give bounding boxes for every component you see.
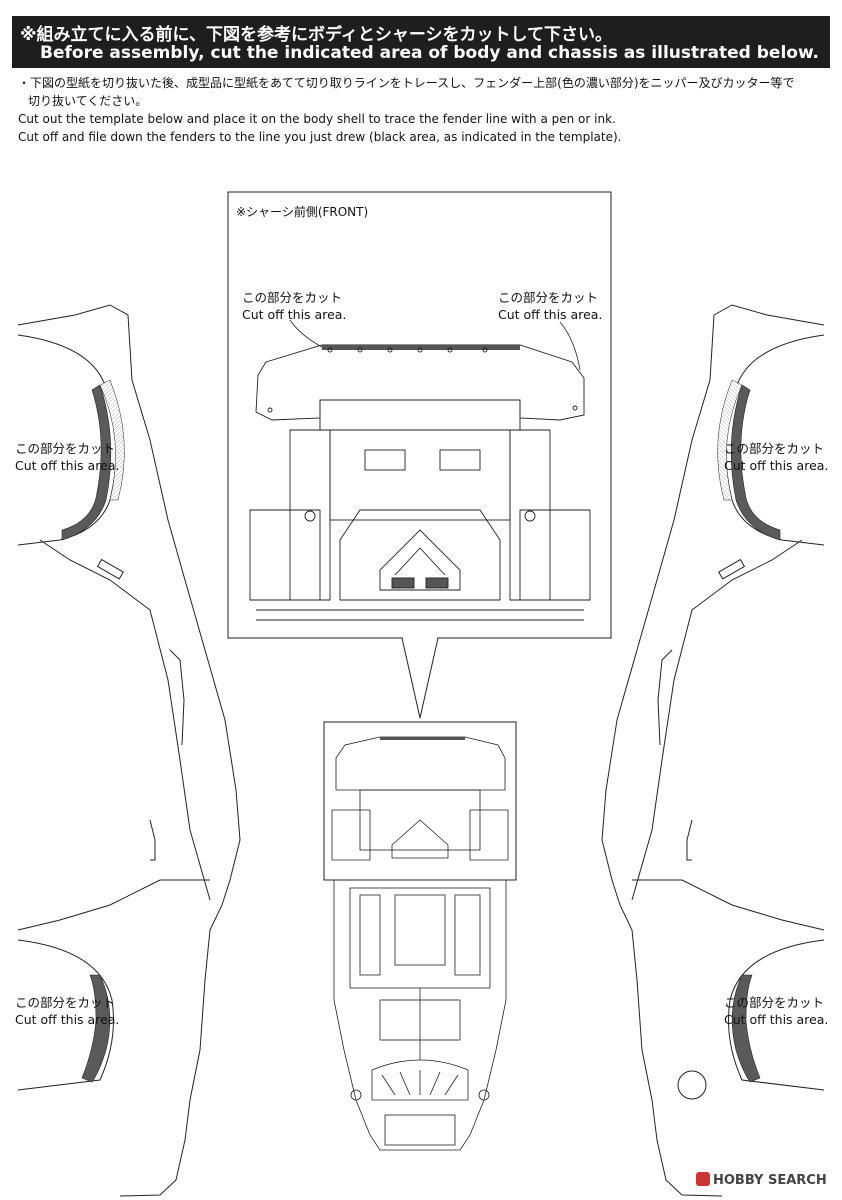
left-rear-cut-label: この部分をカット Cut off this area. xyxy=(15,994,119,1028)
chassis-overview-drawing xyxy=(331,736,509,1151)
instruction-en-line-2: Cut off and file down the fenders to the… xyxy=(18,130,622,144)
right-rear-cut-area xyxy=(731,974,761,1083)
chassis-leader-lines xyxy=(289,319,581,371)
chassis-overview-frame xyxy=(323,721,517,881)
right-rear-cut-label-en: Cut off this area. xyxy=(724,1012,829,1027)
chassis-right-cut-label-jp: この部分をカット xyxy=(498,290,599,305)
chassis-detail-title: ※シャーシ前側(FRONT) xyxy=(236,205,369,219)
right-rear-cut-label: この部分をカット Cut off this area. xyxy=(724,994,828,1028)
chassis-front-drawing xyxy=(249,344,591,621)
chassis-right-cut-label: この部分をカット Cut off this area. xyxy=(498,289,602,323)
right-front-cut-label: この部分をカット Cut off this area. xyxy=(724,440,828,474)
instructions: ・下図の型紙を切り抜いた後、成型品に型紙をあてて切り取りラインをトレースし、フェ… xyxy=(18,74,828,146)
left-rear-cut-label-en: Cut off this area. xyxy=(15,1012,120,1027)
right-body-drawing xyxy=(601,304,825,1197)
right-front-cut-label-jp: この部分をカット xyxy=(724,441,825,456)
right-front-cut-label-en: Cut off this area. xyxy=(724,458,829,473)
watermark: HOBBY SEARCH xyxy=(696,1172,827,1188)
left-front-cut-area xyxy=(61,384,112,541)
chassis-left-cut-label-en: Cut off this area. xyxy=(242,307,347,322)
left-front-cut-label: この部分をカット Cut off this area. xyxy=(15,440,119,474)
right-front-cut-band xyxy=(717,379,743,501)
right-front-cut-area xyxy=(730,384,781,541)
left-body-drawing xyxy=(17,304,241,1197)
header-title-en: Before assembly, cut the indicated area … xyxy=(40,43,820,63)
left-rear-cut-area xyxy=(81,974,111,1083)
watermark-text: HOBBY SEARCH xyxy=(713,1173,827,1188)
chassis-detail-frame xyxy=(227,191,612,719)
chassis-left-cut-label-jp: この部分をカット xyxy=(242,290,343,305)
chassis-right-cut-label-en: Cut off this area. xyxy=(498,307,603,322)
hobby-search-logo-icon xyxy=(696,1172,710,1186)
left-front-cut-label-jp: この部分をカット xyxy=(15,441,116,456)
instruction-jp-line-1: ・下図の型紙を切り抜いた後、成型品に型紙をあてて切り取りラインをトレースし、フェ… xyxy=(18,76,795,90)
right-rear-cut-label-jp: この部分をカット xyxy=(724,995,825,1010)
chassis-left-cut-label: この部分をカット Cut off this area. xyxy=(242,289,346,323)
header-banner xyxy=(12,16,830,68)
right-cut-areas xyxy=(717,379,781,1083)
left-rear-cut-label-jp: この部分をカット xyxy=(15,995,116,1010)
instruction-en-line-1: Cut out the template below and place it … xyxy=(18,112,616,126)
left-front-cut-band xyxy=(99,379,125,501)
header-title-jp: ※組み立てに入る前に、下図を参考にボディとシャーシをカットして下さい。 xyxy=(20,25,612,45)
instruction-jp-line-2: 切り抜いてください。 xyxy=(28,94,148,108)
left-front-cut-label-en: Cut off this area. xyxy=(15,458,120,473)
